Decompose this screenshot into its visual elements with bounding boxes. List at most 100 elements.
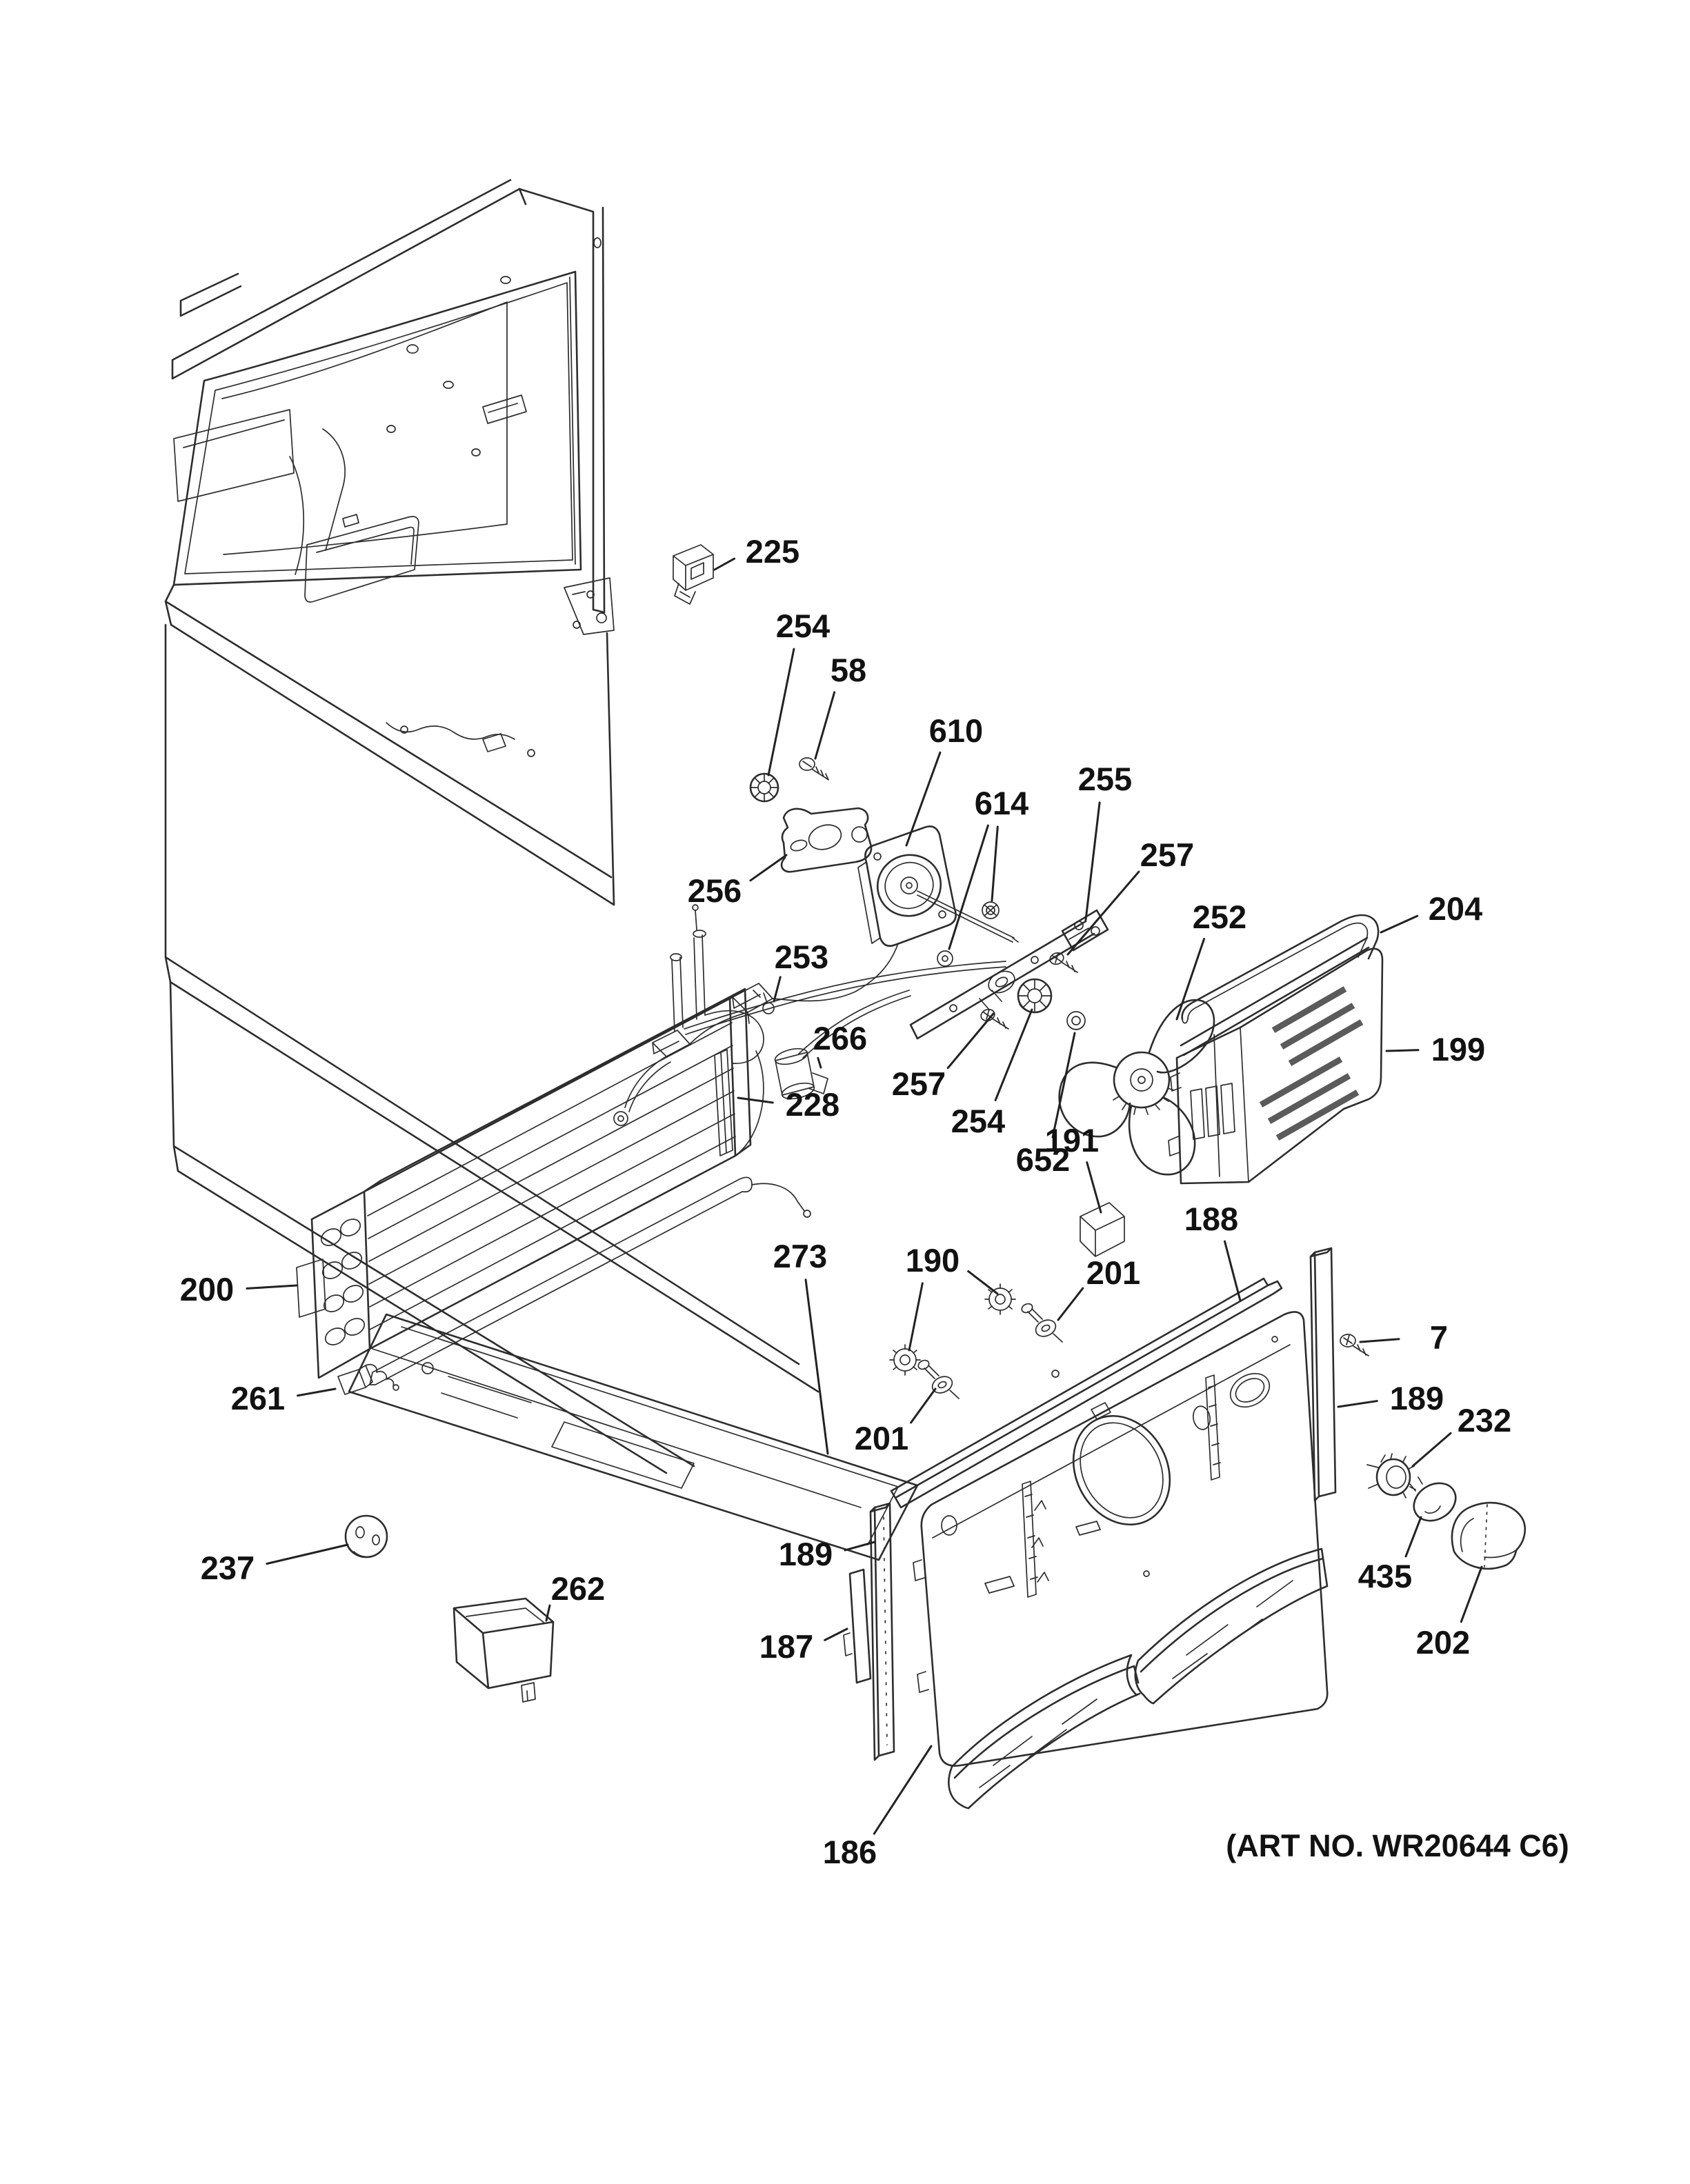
fastener-614 xyxy=(937,901,1000,967)
part-label-58: 58 xyxy=(814,652,866,760)
part-label-257-2: 257 xyxy=(892,1012,995,1102)
part-label-257: 257 xyxy=(1066,836,1194,956)
leader-line-253 xyxy=(773,976,782,1003)
fan-cover-199 xyxy=(1168,936,1384,1185)
part-number-text-254: 254 xyxy=(776,608,830,644)
air-duct-cover-upper xyxy=(1134,1547,1329,1705)
motor-bracket-256 xyxy=(780,807,873,873)
part-number-text-254-2: 254 xyxy=(951,1103,1005,1139)
part-label-191: 191 xyxy=(1045,1122,1102,1214)
part-label-200: 200 xyxy=(180,1271,298,1308)
part-number-text-191: 191 xyxy=(1045,1122,1099,1159)
part-number-text-273: 273 xyxy=(773,1238,827,1274)
part-label-614: 614 xyxy=(948,785,1028,950)
part-label-228: 228 xyxy=(737,1086,839,1123)
part-number-text-257: 257 xyxy=(1140,836,1194,873)
part-label-261: 261 xyxy=(231,1380,337,1416)
part-number-text-189: 189 xyxy=(1390,1380,1444,1416)
leader-line-228 xyxy=(737,1096,774,1104)
part-label-188: 188 xyxy=(1184,1201,1242,1302)
nut-652 xyxy=(1066,1011,1086,1030)
trim-strip-189-left xyxy=(869,1502,895,1761)
grommet-237 xyxy=(344,1514,388,1559)
part-number-text-252: 252 xyxy=(1193,899,1246,935)
part-number-text-201: 201 xyxy=(1086,1254,1140,1291)
part-label-204: 204 xyxy=(1380,890,1482,934)
back-panel-186 xyxy=(913,1311,1329,1767)
clip-191 xyxy=(1080,1202,1125,1257)
trim-strip-189-right xyxy=(1309,1247,1337,1502)
part-label-189-2: 189 xyxy=(779,1536,876,1572)
part-number-text-256: 256 xyxy=(688,872,742,909)
part-number-text-58: 58 xyxy=(831,652,866,688)
leader-line-187 xyxy=(824,1627,848,1641)
leader-line-200 xyxy=(246,1284,298,1290)
part-label-255: 255 xyxy=(1078,761,1132,921)
evaporator-200 xyxy=(296,904,764,1379)
part-label-201: 201 xyxy=(1057,1254,1140,1321)
leader-line-225 xyxy=(713,557,736,571)
part-label-201-2: 201 xyxy=(855,1387,937,1456)
lamp-socket-232 xyxy=(1366,1453,1416,1499)
freezer-cabinet-liner xyxy=(164,179,819,1474)
leader-line-257 xyxy=(946,1012,995,1070)
defrost-switch-225 xyxy=(673,544,714,605)
part-number-text-187: 187 xyxy=(759,1628,813,1665)
lens-cover-202 xyxy=(1451,1501,1526,1570)
grommet-190-b xyxy=(889,1344,921,1376)
part-label-273: 273 xyxy=(773,1238,829,1455)
leader-line-256 xyxy=(749,854,788,882)
grommet-190-a xyxy=(984,1283,1016,1315)
mullion-strip-188 xyxy=(890,1277,1283,1509)
leader-line-255 xyxy=(1084,801,1101,921)
air-duct-cover-lower xyxy=(948,1654,1141,1810)
part-number-text-190: 190 xyxy=(906,1242,960,1279)
part-number-text-204: 204 xyxy=(1429,890,1482,927)
part-number-text-228: 228 xyxy=(786,1086,839,1123)
leader-line-273 xyxy=(804,1279,829,1455)
leader-line-204 xyxy=(1380,914,1419,934)
part-number-text-186: 186 xyxy=(823,1834,877,1870)
leader-line-7 xyxy=(1359,1338,1400,1343)
part-number-text-199: 199 xyxy=(1431,1031,1485,1068)
part-label-266: 266 xyxy=(813,1020,867,1069)
leader-line-190 xyxy=(908,1282,924,1352)
thermistor-wire-253 xyxy=(684,961,1006,1035)
part-number-text-257-2: 257 xyxy=(892,1065,946,1102)
part-label-7: 7 xyxy=(1359,1319,1448,1356)
leader-line-188 xyxy=(1223,1240,1242,1302)
part-number-text-225: 225 xyxy=(746,533,799,570)
screw-257-b xyxy=(980,1008,1009,1030)
leader-line-237 xyxy=(266,1543,349,1565)
screw-201-b xyxy=(917,1359,960,1399)
screw-201-a xyxy=(1021,1303,1063,1343)
light-bulb-435 xyxy=(1409,1476,1457,1522)
leader-line-189 xyxy=(1337,1400,1378,1408)
drain-pan-273 xyxy=(348,1313,919,1561)
part-number-text-652: 652 xyxy=(1016,1141,1070,1178)
part-number-text-261: 261 xyxy=(231,1380,285,1416)
part-label-256: 256 xyxy=(688,854,788,909)
leader-line-252 xyxy=(1175,937,1206,1021)
leader-line-261 xyxy=(297,1387,337,1397)
part-number-text-237: 237 xyxy=(201,1550,255,1586)
part-label-189: 189 xyxy=(1337,1380,1444,1416)
part-label-652: 652 xyxy=(1016,1032,1076,1178)
screw-7 xyxy=(1340,1334,1369,1356)
part-label-610: 610 xyxy=(905,712,983,847)
motor-wire-harness xyxy=(613,943,899,1126)
leader-line-191 xyxy=(1086,1161,1102,1214)
leader-line-190 xyxy=(967,1270,999,1295)
leader-line-232 xyxy=(1411,1432,1452,1467)
part-label-237: 237 xyxy=(201,1543,349,1586)
part-number-text-435: 435 xyxy=(1358,1558,1412,1594)
leader-line-254 xyxy=(994,1008,1033,1101)
leader-line-58 xyxy=(814,691,836,760)
part-number-text-202: 202 xyxy=(1416,1624,1470,1661)
grommet-254-b xyxy=(1017,978,1053,1014)
leader-line-199 xyxy=(1385,1049,1420,1052)
part-number-text-7: 7 xyxy=(1430,1319,1448,1356)
part-number-text-266: 266 xyxy=(813,1020,867,1056)
leader-line-266 xyxy=(817,1056,822,1069)
fan-motor-610 xyxy=(857,825,1019,947)
